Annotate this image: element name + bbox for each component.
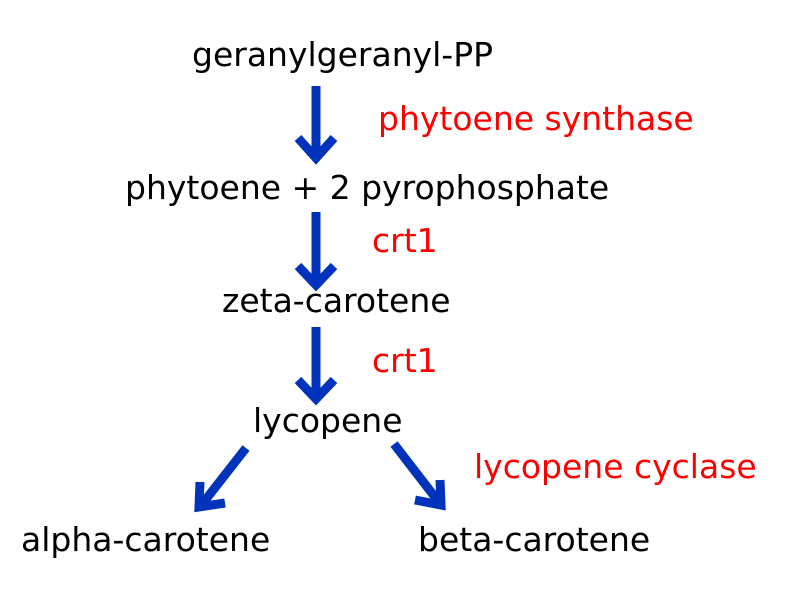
arrow-phytoene-to-zeta [294, 212, 338, 292]
compound-beta-carotene: beta-carotene [418, 520, 651, 559]
enzyme-phytoene-synthase: phytoene synthase [378, 99, 694, 138]
enzyme-crt1-first: crt1 [372, 221, 438, 260]
compound-lycopene: lycopene [253, 401, 403, 440]
arrow-zeta-to-lycopene [294, 327, 338, 406]
compound-alpha-carotene: alpha-carotene [21, 520, 271, 559]
enzyme-lycopene-cyclase: lycopene cyclase [474, 447, 757, 486]
arrow-lycopene-to-alpha [194, 445, 250, 513]
arrow-ggpp-to-phytoene [294, 86, 338, 165]
enzyme-crt1-second: crt1 [372, 341, 438, 380]
arrow-lycopene-to-beta [390, 441, 446, 511]
compound-zeta-carotene: zeta-carotene [222, 281, 451, 320]
compound-geranylgeranyl-pp: geranylgeranyl-PP [192, 35, 494, 74]
compound-phytoene: phytoene + 2 pyrophosphate [125, 168, 610, 207]
